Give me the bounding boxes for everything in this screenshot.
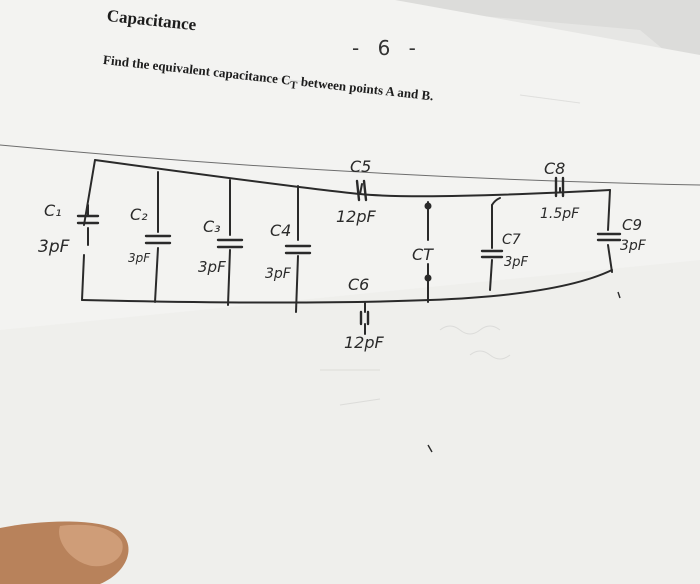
label-c1-value: 3pF [38,237,70,257]
label-c7-value: 3pF [504,255,529,270]
label-c6: C6 [348,275,369,294]
bleed-through-marks [249,74,581,406]
terminal-a-dot [424,202,432,210]
label-c4: C4 [270,221,291,240]
c9-plates [596,232,622,242]
c7-leads [489,204,493,291]
back-sheet [380,0,700,150]
c8-plates [554,176,565,198]
label-c2: C₂ [130,205,148,224]
label-c8: C8 [544,159,565,178]
c5-lead [359,183,363,195]
label-ct: CT [412,245,434,264]
page-shadow [0,260,700,584]
c4-plates [284,244,312,255]
thumbnail-nail [59,524,123,567]
c7-top [491,197,501,206]
label-c9: C9 [622,216,642,234]
c2-leads [154,171,159,303]
c3-leads [227,179,231,306]
c5-plates [355,179,368,202]
fold-line [0,144,700,186]
capacitor-plates [76,176,622,326]
label-c9-value: 3pF [620,238,647,254]
c3-plates [216,238,244,249]
c7-plates [480,249,504,259]
label-c8-value: 1.5pF [540,206,580,222]
c1-plates [76,214,100,225]
label-c1: C₁ [44,201,62,220]
c2-plates [144,234,172,245]
c4-leads [295,185,299,313]
terminal-b-dot [424,274,432,282]
handwritten-labels: C₁ 3pF C₂ 3pF C₃ 3pF C4 3pF C5 12pF C6 1… [38,157,647,352]
left-edge [81,159,96,301]
back-sheet-2 [300,0,700,80]
bottom-rail [81,269,613,304]
label-c6-value: 12pF [344,333,385,352]
label-c3-value: 3pF [198,258,226,276]
label-c5-value: 12pF [336,207,377,226]
wires [0,144,700,335]
label-c4-value: 3pF [265,266,292,282]
label-c2-value: 3pF [128,251,151,265]
label-c7: C7 [502,232,521,248]
c9-leads [607,189,613,273]
label-c3: C₃ [203,217,221,236]
stray-marks [427,291,621,453]
c6-plates [359,310,370,326]
label-c5: C5 [350,157,371,176]
